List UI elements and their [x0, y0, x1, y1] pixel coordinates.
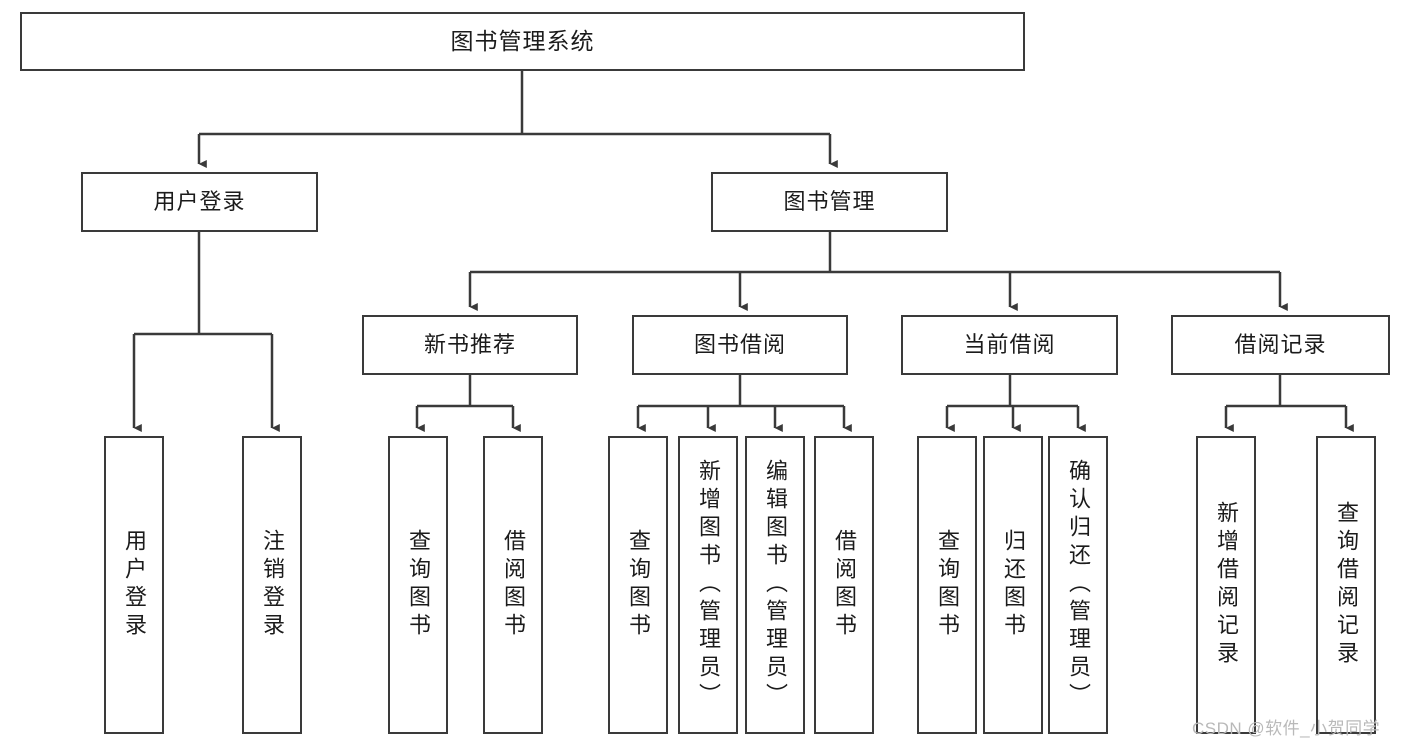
- node-leaf-edit-book-label: 编辑图书（管理员）: [763, 459, 788, 711]
- node-leaf-query-book-3-label: 查询图书: [935, 529, 960, 641]
- node-user-login[interactable]: 用户登录: [81, 172, 318, 232]
- node-leaf-confirm-return-label: 确认归还（管理员）: [1066, 459, 1091, 711]
- node-leaf-add-record[interactable]: 新增借阅记录: [1196, 436, 1256, 734]
- node-leaf-query-book-3[interactable]: 查询图书: [917, 436, 977, 734]
- node-leaf-add-book-label: 新增图书（管理员）: [696, 459, 721, 711]
- node-leaf-logout-login-label: 注销登录: [260, 529, 285, 641]
- node-leaf-edit-book[interactable]: 编辑图书（管理员）: [745, 436, 805, 734]
- node-leaf-logout-login[interactable]: 注销登录: [242, 436, 302, 734]
- node-book-borrow[interactable]: 图书借阅: [632, 315, 848, 375]
- node-root-system[interactable]: 图书管理系统: [20, 12, 1025, 71]
- node-leaf-return-book[interactable]: 归还图书: [983, 436, 1043, 734]
- node-new-book-recommend[interactable]: 新书推荐: [362, 315, 578, 375]
- node-leaf-add-record-label: 新增借阅记录: [1214, 501, 1239, 669]
- node-leaf-query-book-2[interactable]: 查询图书: [608, 436, 668, 734]
- node-leaf-confirm-return[interactable]: 确认归还（管理员）: [1048, 436, 1108, 734]
- node-leaf-user-login-label: 用户登录: [122, 529, 147, 641]
- node-leaf-borrow-book-1[interactable]: 借阅图书: [483, 436, 543, 734]
- node-borrow-record[interactable]: 借阅记录: [1171, 315, 1390, 375]
- node-leaf-borrow-book-2[interactable]: 借阅图书: [814, 436, 874, 734]
- node-leaf-borrow-book-2-label: 借阅图书: [832, 529, 857, 641]
- csdn-watermark: CSDN @软件_小贺同学: [1192, 719, 1381, 738]
- node-leaf-add-book[interactable]: 新增图书（管理员）: [678, 436, 738, 734]
- node-current-borrow[interactable]: 当前借阅: [901, 315, 1118, 375]
- node-leaf-borrow-book-1-label: 借阅图书: [501, 529, 526, 641]
- node-leaf-user-login[interactable]: 用户登录: [104, 436, 164, 734]
- node-leaf-query-book-1[interactable]: 查询图书: [388, 436, 448, 734]
- node-book-management[interactable]: 图书管理: [711, 172, 948, 232]
- node-leaf-return-book-label: 归还图书: [1001, 529, 1026, 641]
- node-leaf-query-book-2-label: 查询图书: [626, 529, 651, 641]
- node-leaf-query-record[interactable]: 查询借阅记录: [1316, 436, 1376, 734]
- node-leaf-query-record-label: 查询借阅记录: [1334, 501, 1359, 669]
- node-leaf-query-book-1-label: 查询图书: [406, 529, 431, 641]
